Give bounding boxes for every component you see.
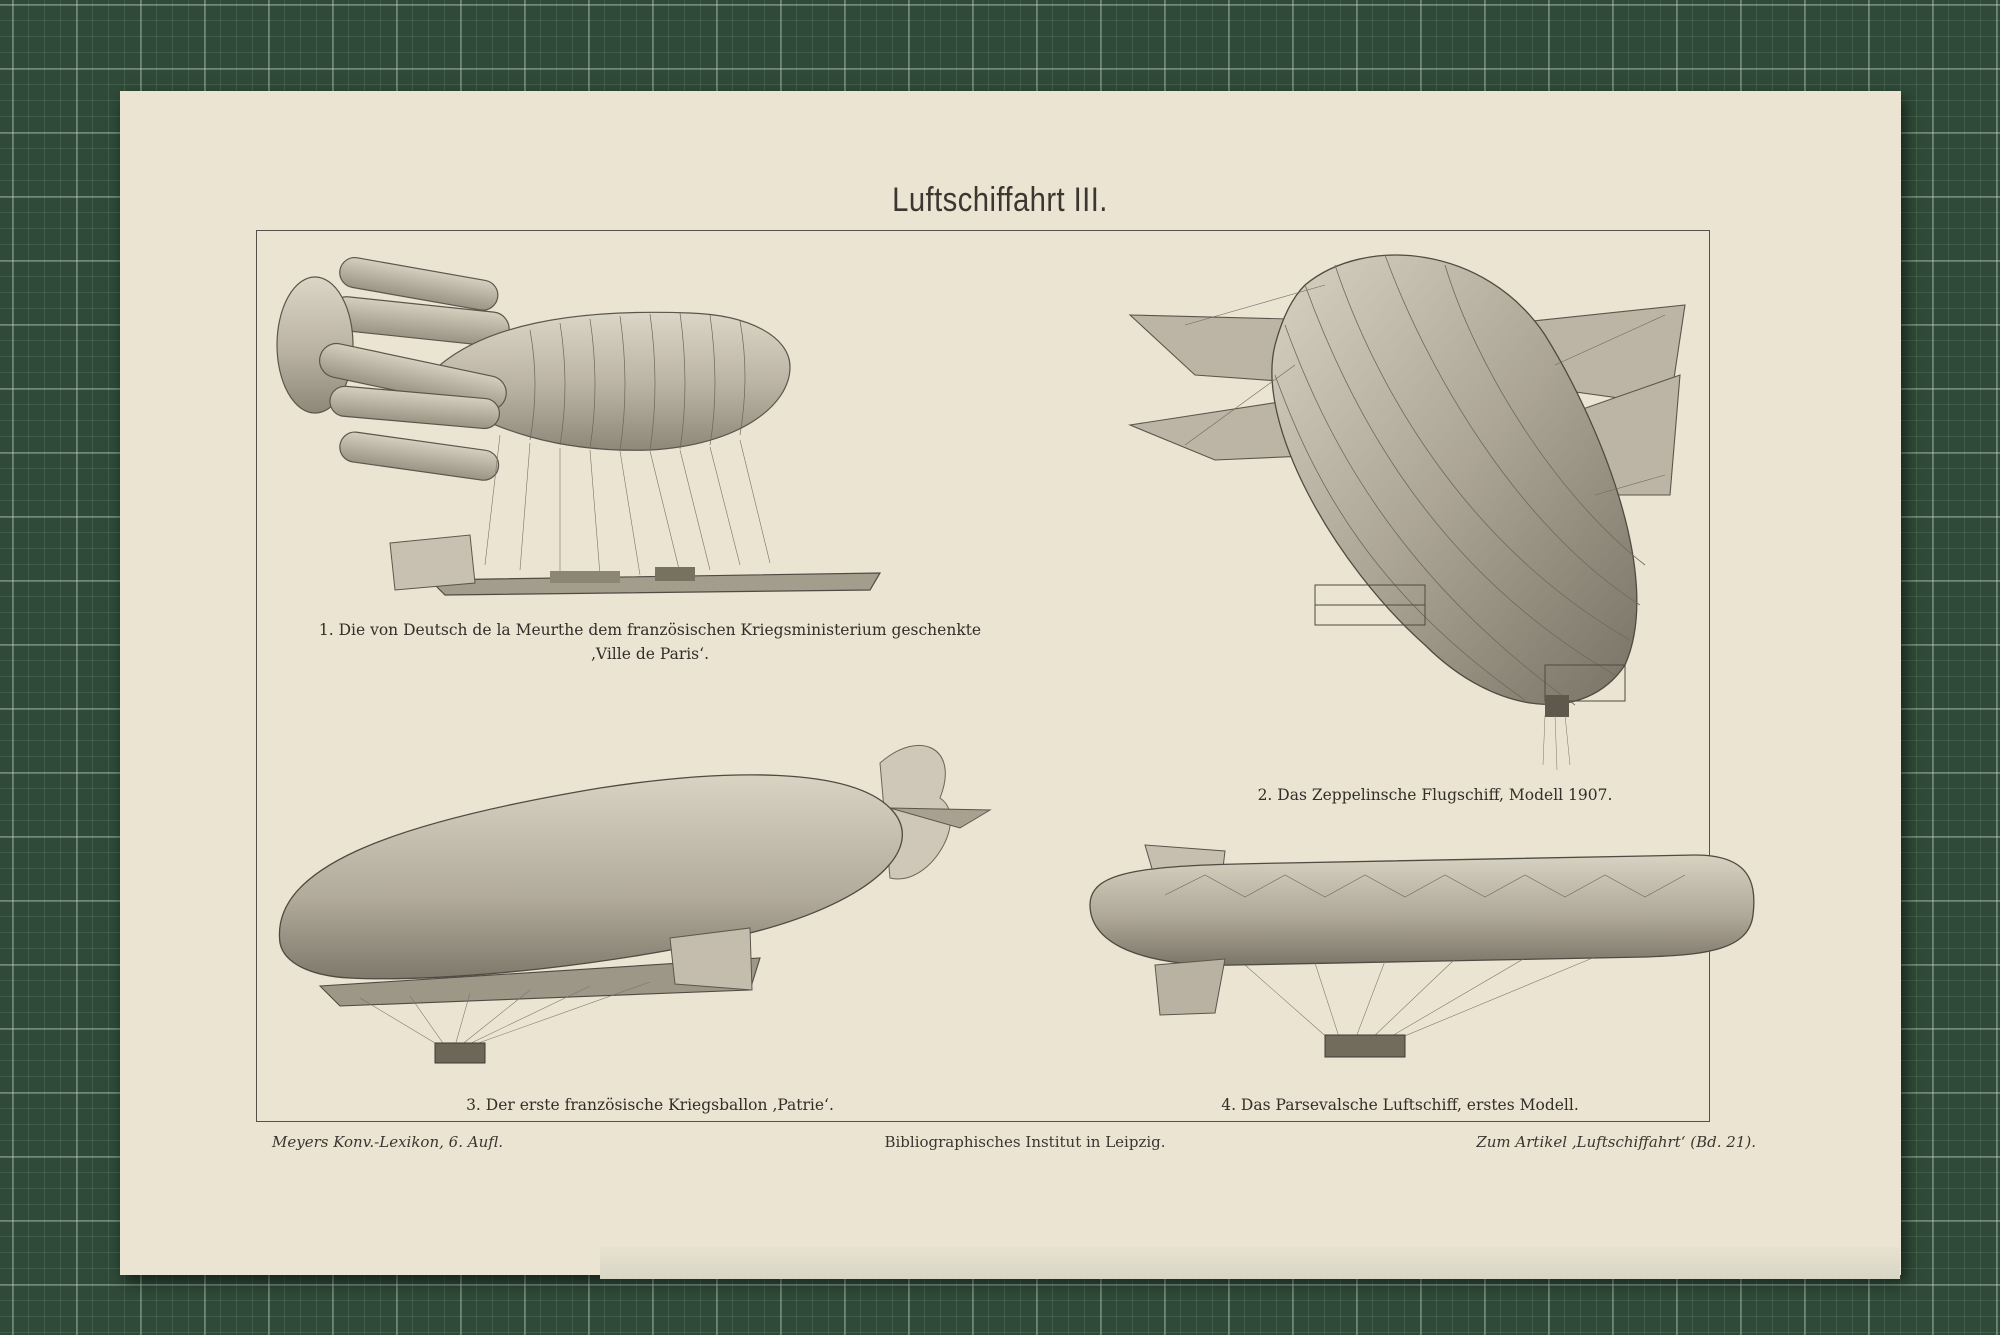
figure-3-caption: 3. Der erste französische Kriegsballon ‚… bbox=[466, 1096, 834, 1114]
plate-frame bbox=[256, 230, 1710, 1122]
figure-1-ville-de-paris-illustration bbox=[276, 257, 882, 596]
figure-1-caption-line-1: 1. Die von Deutsch de la Meurthe dem fra… bbox=[318, 621, 982, 639]
figure-4-caption: 4. Das Parsevalsche Luftschiff, erstes M… bbox=[1221, 1096, 1579, 1114]
footer-publication: Meyers Konv.-Lexikon, 6. Aufl. bbox=[272, 1133, 504, 1151]
figure-2-zeppelin-illustration bbox=[1127, 254, 1686, 771]
footer-article-reference: Zum Artikel ‚Luftschiffahrt‘ (Bd. 21). bbox=[1476, 1133, 1756, 1151]
sheet-torn-edge bbox=[600, 1247, 1900, 1279]
figure-4-parseval-illustration bbox=[1089, 844, 1755, 1058]
footer-publisher: Bibliographisches Institut in Leipzig. bbox=[884, 1133, 1166, 1151]
figure-1-caption-line-2: ‚Ville de Paris‘. bbox=[591, 645, 709, 663]
figure-1-caption: 1. Die von Deutsch de la Meurthe dem fra… bbox=[270, 618, 1030, 666]
figure-2-caption: 2. Das Zeppelinsche Flugschiff, Modell 1… bbox=[1257, 786, 1613, 804]
plate-title: Luftschiffahrt III. bbox=[892, 181, 1108, 219]
figure-3-patrie-illustration bbox=[278, 745, 992, 1064]
